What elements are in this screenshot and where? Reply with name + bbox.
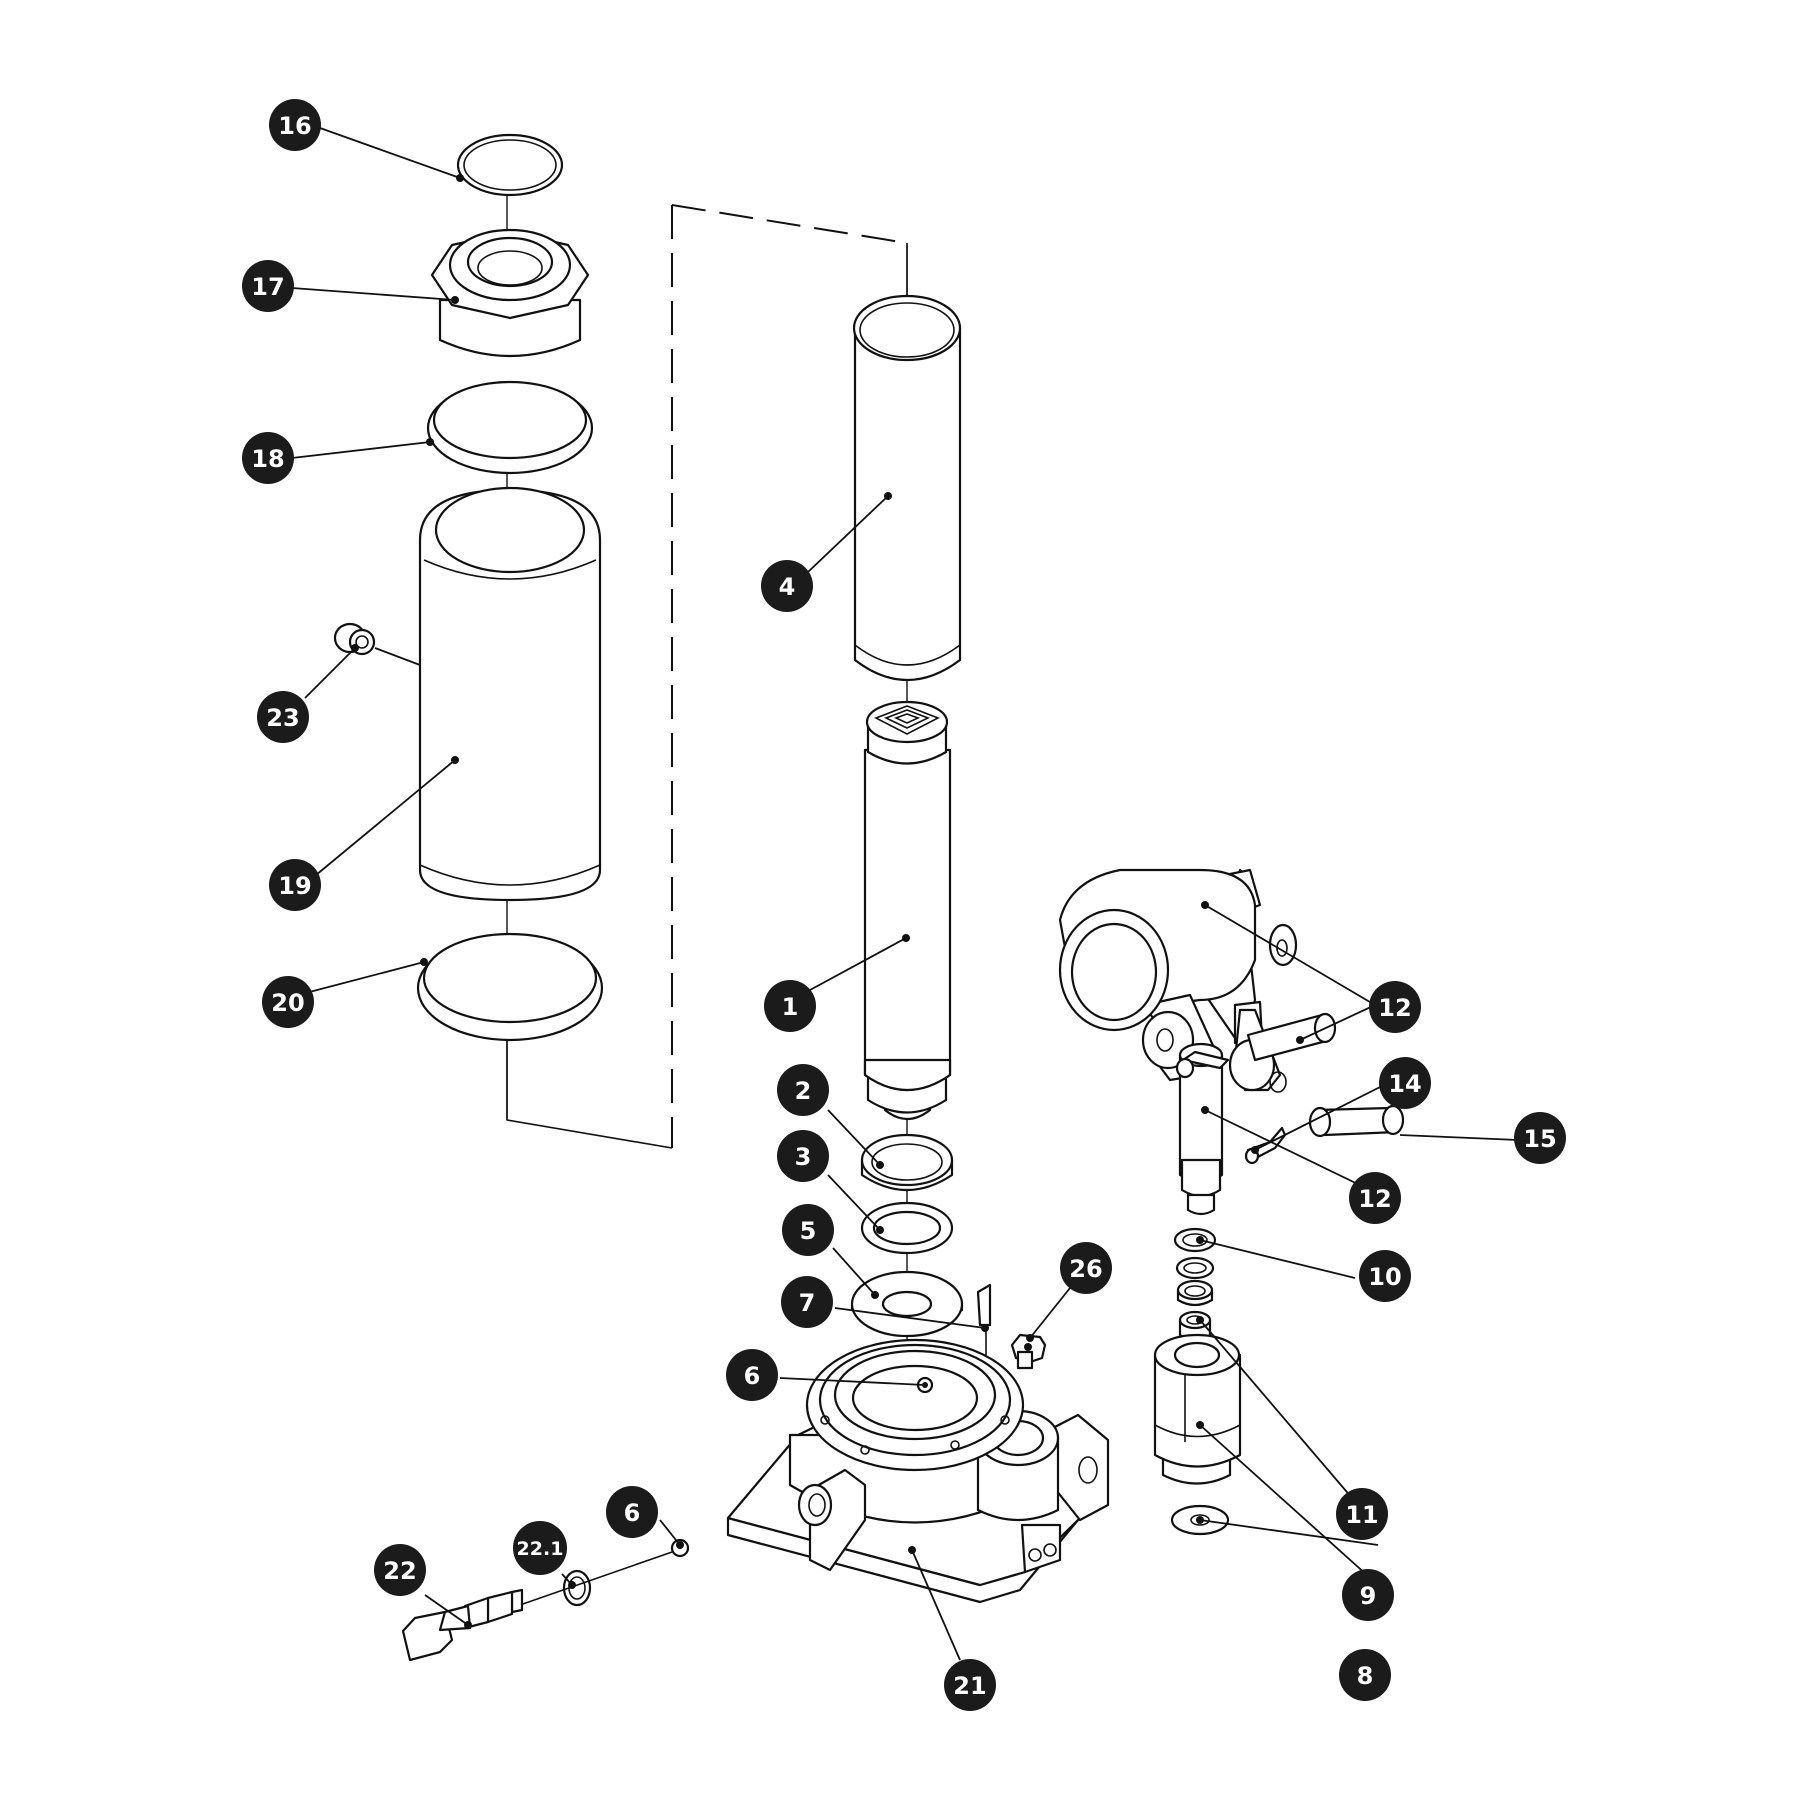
part-number: 15 [1523,1125,1556,1153]
part-label-20: 20 [262,976,314,1028]
part-number: 4 [779,573,796,601]
part-label-21: 21 [944,1659,996,1711]
piston-ram-1 [863,700,952,1121]
o-ring-16 [456,133,564,197]
part-number: 12 [1378,994,1411,1022]
assembly-bracket [506,204,908,1149]
part-number: 5 [800,1217,817,1245]
base-21 [726,1338,1110,1604]
part-number: 22.1 [517,1538,564,1560]
fitting-26 [1010,1333,1047,1370]
part-number: 17 [251,273,284,301]
pump-plunger-12 [1175,1042,1230,1216]
outer-tube-4 [852,294,962,682]
part-label-22-1: 22.1 [513,1521,567,1575]
part-number: 10 [1368,1263,1401,1291]
part-label-17: 17 [242,260,294,312]
part-number: 26 [1069,1255,1102,1283]
part-number: 22 [383,1557,416,1585]
part-number: 8 [1357,1662,1374,1690]
part-number: 14 [1388,1070,1421,1098]
part-number: 7 [799,1289,816,1317]
part-label-10: 10 [1359,1250,1411,1302]
part-number: 12 [1358,1185,1391,1213]
rod-7 [976,1283,992,1355]
top-nut-17 [430,228,590,358]
part-label-5: 5 [782,1204,834,1256]
part-label-12-lower: 12 [1349,1172,1401,1224]
pump-seals-10 [1173,1227,1217,1307]
part-label-11: 11 [1336,1488,1388,1540]
ram-saddle-pattern [874,705,940,735]
part-number: 1 [782,993,799,1021]
washer-3 [860,1201,954,1255]
flat-washer-5 [850,1270,964,1338]
release-valve-22 [401,1551,673,1662]
part-label-12-upper: 12 [1369,981,1421,1033]
part-number: 21 [953,1672,986,1700]
part-number: 16 [278,112,311,140]
part-label-3: 3 [777,1130,829,1182]
reservoir-cylinder-19 [418,486,602,902]
ring-18 [426,380,594,475]
part-labels: 16 17 18 23 19 20 4 1 [242,99,1566,1711]
part-label-6-top: 6 [726,1349,778,1401]
part-label-23: 23 [257,691,309,743]
part-label-18: 18 [242,432,294,484]
part-label-19: 19 [269,859,321,911]
part-label-1: 1 [764,980,816,1032]
pump-cylinder-9 [1153,1333,1242,1485]
leader-lines [291,127,1519,1661]
seal-2 [860,1133,954,1191]
part-number: 6 [624,1499,641,1527]
part-label-4: 4 [761,560,813,612]
part-number: 23 [266,704,299,732]
part-number: 6 [744,1362,761,1390]
o-ring-22-1 [562,1569,592,1607]
part-label-14: 14 [1379,1057,1431,1109]
part-number: 3 [795,1143,812,1171]
part-label-8: 8 [1339,1649,1391,1701]
part-label-16: 16 [269,99,321,151]
part-label-9: 9 [1342,1569,1394,1621]
part-label-7: 7 [781,1276,833,1328]
part-number: 18 [251,445,284,473]
pin-15 [1308,1104,1405,1138]
part-number: 2 [795,1077,812,1105]
part-number: 20 [271,989,304,1017]
part-label-22: 22 [374,1544,426,1596]
part-label-26: 26 [1060,1242,1112,1294]
part-label-15: 15 [1514,1112,1566,1164]
part-number: 9 [1360,1582,1377,1610]
ring-20 [416,932,604,1042]
part-label-2: 2 [777,1064,829,1116]
leader-dots [351,174,1304,1629]
part-number: 19 [278,872,311,900]
part-label-6-side: 6 [606,1486,658,1538]
part-number: 11 [1345,1501,1378,1529]
